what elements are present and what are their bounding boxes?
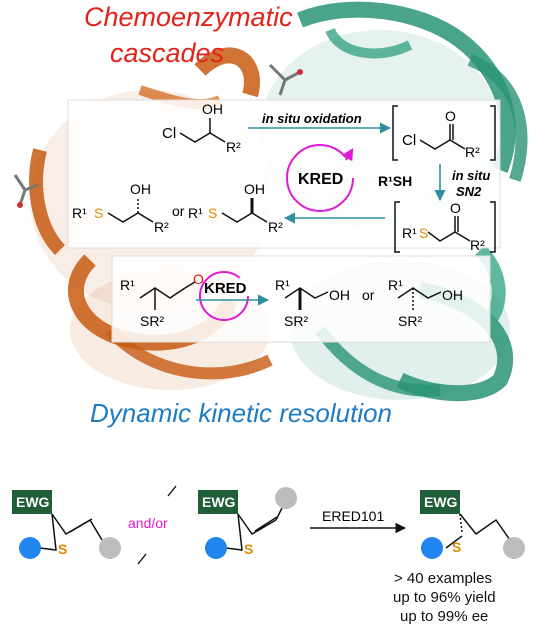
dkr-product-b-r1-label: R¹ <box>388 277 403 293</box>
andor-label: and/or <box>128 515 168 531</box>
product-thioalcohol-b <box>221 198 268 223</box>
thioketone-intermediate <box>394 201 496 253</box>
dkr-product-a-sr2-label: SR² <box>284 313 308 329</box>
dkr-kred-cycle-arrow <box>199 271 249 321</box>
dkr-kred-label: KRED <box>204 280 247 297</box>
ewg-box-product <box>420 490 460 514</box>
dkr-product-b-sr2-label: SR² <box>398 313 422 329</box>
sn2-step-label-b: SN2 <box>456 184 482 199</box>
grey-substituent-e <box>275 487 297 509</box>
product-a-oh-label: OH <box>130 181 151 197</box>
slash-top <box>167 485 177 497</box>
result-yield: up to 96% yield <box>393 589 496 606</box>
ketone-o-label: O <box>445 108 456 124</box>
dkr-aldehyde-r1-label: R¹ <box>120 277 135 293</box>
ewg-label-e: EWG <box>202 494 236 510</box>
dkr-aldehyde-substrate <box>139 281 196 310</box>
ewg-label-z: EWG <box>16 494 50 510</box>
substrate-oh-label: OH <box>202 101 223 117</box>
product-a-r1-label: R¹ <box>72 205 87 221</box>
ered-scheme: EWG S and/or EWG S ERED101 EWG <box>12 485 525 565</box>
kred-cycle-arrowhead <box>341 147 354 162</box>
dkr-or-label: or <box>362 287 375 303</box>
dkr-product-b <box>397 287 442 310</box>
thioketone-r2-label: R² <box>470 237 485 253</box>
product-a-s-label: S <box>94 205 103 221</box>
dkr-product-a <box>284 287 329 310</box>
dkr-product-a-oh-label: OH <box>329 287 350 303</box>
s-atom-z: S <box>58 541 67 557</box>
substrate-r2-label: R² <box>226 139 241 155</box>
thioketone-o-label: O <box>450 200 461 216</box>
ewg-box-e <box>198 490 238 514</box>
ketone-r2-label: R² <box>465 144 480 160</box>
ewg-box-z <box>12 490 52 514</box>
product-b-r2-label: R² <box>268 219 283 235</box>
vinyl-sulfide-e: EWG S <box>198 487 297 559</box>
product-a-r2-label: R² <box>154 219 169 235</box>
s-atom-e: S <box>244 541 253 557</box>
kred-cycle-arrow <box>286 144 354 212</box>
subtitle: Dynamic kinetic resolution <box>90 398 393 428</box>
kred-label: KRED <box>298 171 343 188</box>
grey-substituent-z <box>99 537 121 559</box>
grey-substituent-product <box>503 537 525 559</box>
ketone-cl-label: Cl <box>402 132 416 149</box>
product-b-oh-label: OH <box>244 181 265 197</box>
ewg-label-product: EWG <box>424 494 458 510</box>
blue-substituent-product <box>421 537 443 559</box>
thioketone-s-label: S <box>419 225 428 241</box>
substrate-cl-label: Cl <box>162 125 176 142</box>
chiral-thioether-product: EWG S <box>420 490 525 559</box>
title-line-2: cascades <box>110 38 225 68</box>
product-b-r1-label: R¹ <box>188 205 203 221</box>
product-b-s-label: S <box>208 205 217 221</box>
s-atom-product: S <box>452 539 461 555</box>
thiol-label: R¹SH <box>378 173 412 189</box>
cascade-or-label: or <box>172 203 185 219</box>
product-thioalcohol-a <box>107 198 154 223</box>
cascade-panel: Cl OH R² in situ oxidation Cl O R² KRED … <box>67 99 501 253</box>
dkr-aldehyde-sr2-label: SR² <box>140 313 164 329</box>
dkr-product-a-r1-label: R¹ <box>275 277 290 293</box>
slash-bottom <box>137 553 147 565</box>
blue-substituent-e <box>205 537 227 559</box>
blue-substituent-z <box>19 537 41 559</box>
thioketone-r1-label: R¹ <box>402 225 417 241</box>
dkr-aldehyde-o-label: O <box>193 271 204 287</box>
title-line-1: Chemoenzymatic <box>84 2 293 32</box>
result-ee: up to 99% ee <box>400 608 489 625</box>
chlorohydrin-substrate <box>179 118 226 143</box>
vinyl-sulfide-z: EWG S <box>12 490 121 559</box>
chloroketone-intermediate <box>392 105 496 161</box>
ered-enzyme-label: ERED101 <box>322 508 384 524</box>
sn2-step-label-a: in situ <box>452 168 490 183</box>
dkr-product-b-oh-label: OH <box>442 287 463 303</box>
result-examples: > 40 examples <box>394 570 492 587</box>
dkr-panel: R¹ O SR² KRED R¹ OH SR² or R¹ OH SR² <box>111 255 491 343</box>
oxidation-step-label: in situ oxidation <box>262 111 362 126</box>
